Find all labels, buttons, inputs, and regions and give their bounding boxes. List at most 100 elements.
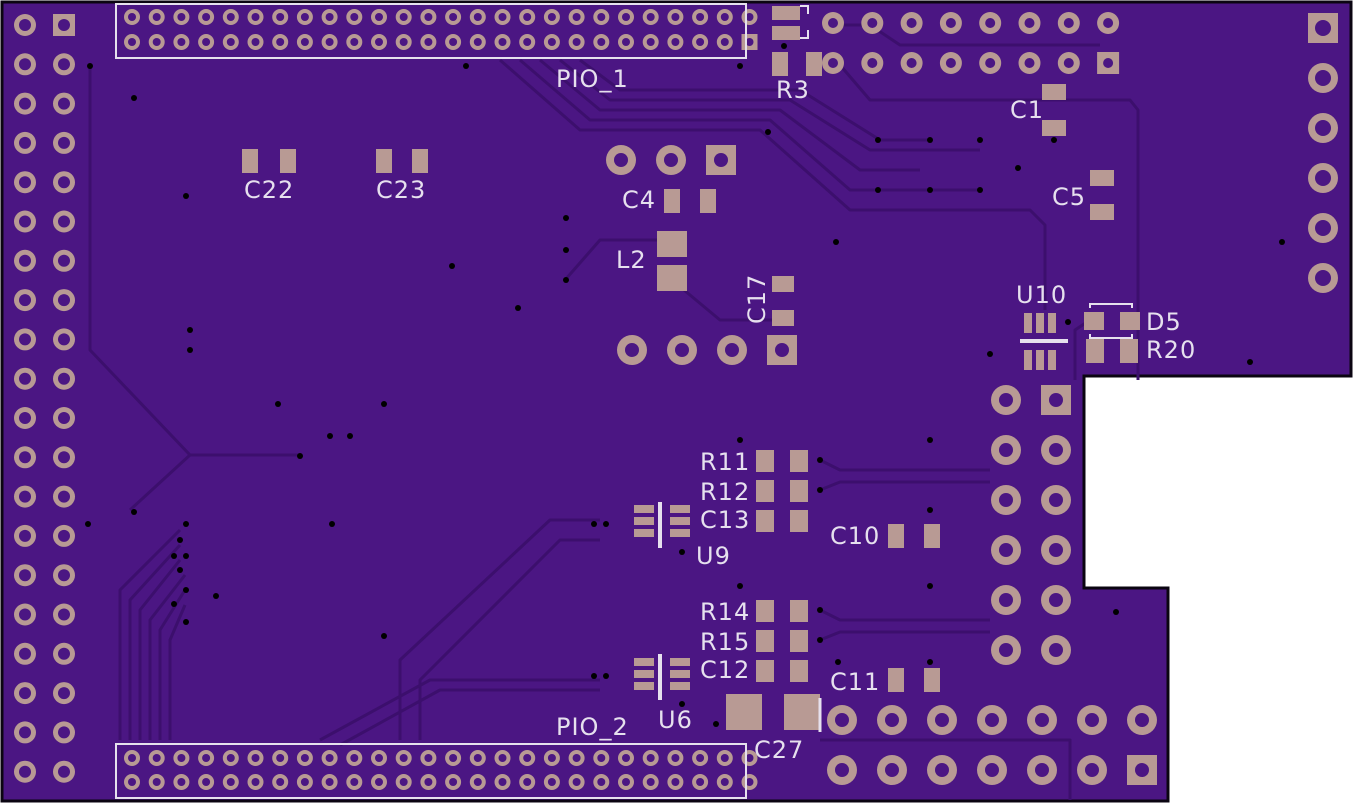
pio1-pin-hole [226,13,235,21]
pio1-pin-hole [424,13,433,21]
pio2-pin-hole [399,778,408,786]
pio1-pin-hole [745,13,754,21]
via [1113,609,1119,615]
pio2-pin-hole [152,778,161,786]
pio1-pin-hole [276,38,285,46]
c12-pad [756,660,774,682]
u6-pin [670,682,690,690]
c17-pad [772,310,794,326]
left-header-a-hole [19,372,31,385]
right-conn-hole [1315,70,1331,86]
right-conn-hole [1315,220,1331,236]
via [817,637,823,643]
via [1065,319,1071,325]
c1-pad [1042,120,1066,136]
r14-pad [756,600,774,622]
via [977,137,983,143]
j-right-b-hole [1049,493,1063,507]
j-mid-4pin-hole [625,343,639,357]
j-right-b-hole [1049,543,1063,557]
c4-pad [664,189,680,213]
label-c4: C4 [622,186,656,214]
left-header-a-hole [19,687,31,700]
pio1-header-outline [115,3,747,59]
via [183,521,189,527]
c22-pad [242,149,258,173]
pio1-pin-hole [177,13,186,21]
label-r11: R11 [700,448,750,476]
label-c22: C22 [244,176,294,204]
via [449,263,455,269]
c4-pad [700,189,716,213]
pio2-pin-hole [202,778,211,786]
top-conn-a-hole [906,18,917,28]
j-bottom-a-hole [935,713,949,727]
top-conn-b-hole [985,58,996,68]
via [737,63,743,69]
via [835,659,841,665]
j-right-b-hole [1049,443,1063,457]
label-u6: U6 [658,706,693,734]
left-header-b-hole [58,529,70,542]
top-conn-a-hole [1024,18,1035,28]
r3-pad [772,26,800,40]
via [817,487,823,493]
pio2-pin-hole [449,754,458,762]
j-mid-4pin-hole [725,343,739,357]
left-header-b-hole [58,176,70,189]
pio2-pin-hole [597,754,606,762]
left-header-b-hole [58,215,70,228]
pio2-pin-hole [720,778,729,786]
u9-pin [634,529,654,537]
pio2-pin-hole [720,754,729,762]
j-bottom-b-hole [935,763,949,777]
pio2-pin-hole [128,778,136,786]
c13-pad [756,510,774,532]
r14-pad [790,600,808,622]
pio1-pin-hole [152,13,161,21]
pio2-pin-hole [745,778,754,786]
via [927,137,933,143]
pio2-pin-hole [300,754,309,762]
left-header-a-hole [19,412,31,424]
pio1-pin-hole [177,38,186,46]
left-header-b-hole [58,412,70,424]
via [183,587,189,593]
c10-pad [924,524,940,548]
vias [85,43,1285,727]
via [679,549,685,555]
silkscreen-outlines [115,3,1133,799]
j-right-a-hole [999,643,1013,657]
via [977,187,983,193]
left-header-a-hole [19,176,31,189]
pio1-pin-hole [671,13,680,21]
via [817,607,823,613]
pio2-pin-hole [325,778,334,786]
j-mid-4pin-hole [775,343,789,357]
pio2-pin-hole [350,754,359,762]
d5-pad [1084,312,1104,330]
pio2-pin-hole [547,754,556,762]
label-c23: C23 [376,176,426,204]
j-bottom-b-hole [885,763,899,777]
label-c12: C12 [700,656,750,684]
label-r12: R12 [700,478,750,506]
left-header-a-hole [19,333,31,346]
pio2-pin-hole [572,778,581,786]
label-u9: U9 [696,542,731,570]
label-c11: C11 [830,668,880,696]
right-conn-hole [1315,120,1331,136]
top-conn-a-hole [945,18,956,28]
pio2-pin-hole [498,778,507,786]
u10-pin [1036,350,1044,370]
top-conn-b-hole [1103,58,1114,68]
via [591,673,597,679]
pio2-pin-hole [523,778,532,786]
c27-pad [784,694,820,730]
left-header-b-hole [58,294,70,307]
j-bottom-a-hole [835,713,849,727]
pio1-pin-hole [399,38,408,46]
pio2-pin-hole [547,778,556,786]
pio1-pin-hole [572,13,581,21]
pio2-header-outline [115,743,747,799]
